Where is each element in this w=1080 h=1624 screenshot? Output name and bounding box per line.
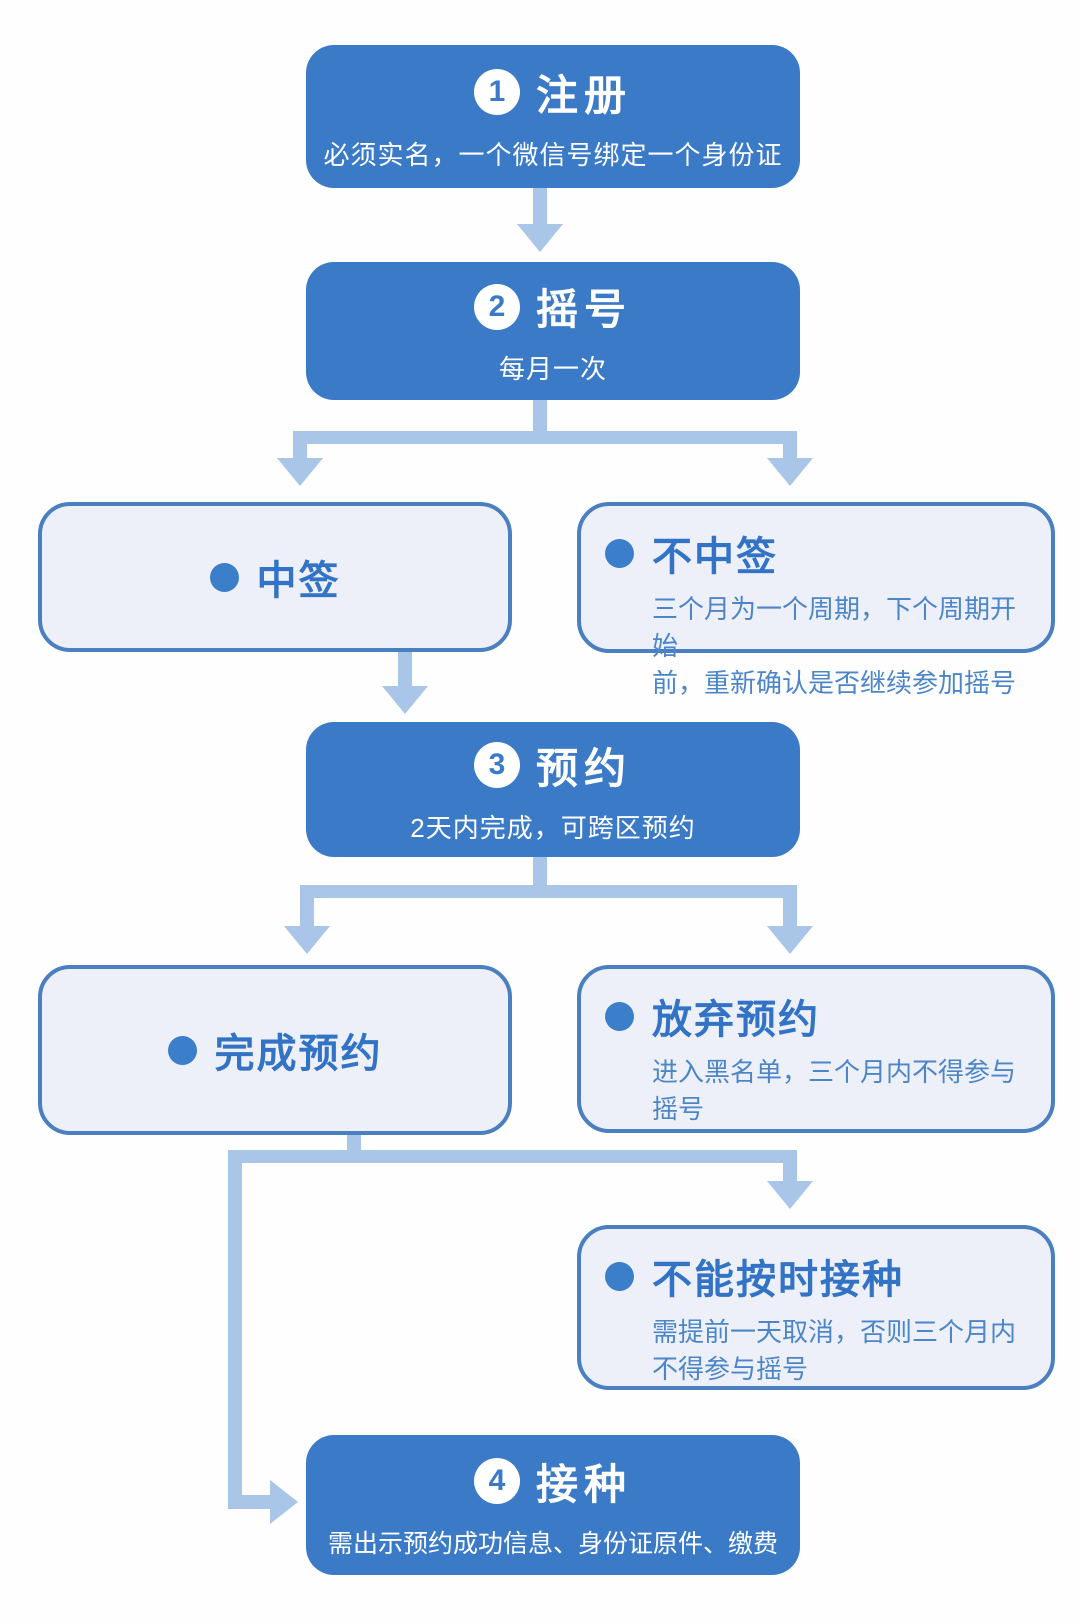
connector-bar [228,1150,797,1163]
arrow-head-down-icon [517,224,563,252]
step-node-lottery: 2 摇号 每月一次 [306,262,800,400]
step-subtitle: 需出示预约成功信息、身份证原件、缴费 [327,1529,778,1558]
arrow-head-down-icon [767,458,813,486]
outcome-node-appointment-done: ● 完成预约 [38,965,512,1135]
step-subtitle: 每月一次 [498,354,607,384]
step-node-appointment: 3 预约 2天内完成，可跨区预约 [306,722,800,857]
connector-stem [533,857,547,885]
connector-bottom-leg [228,1495,272,1509]
bullet-icon: ● [605,538,634,568]
outcome-node-win: ● 中签 [38,502,512,652]
outcome-title: 完成预约 [214,1032,383,1076]
arrow-head-right-icon [270,1480,298,1524]
arrow-head-down-icon [767,926,813,954]
step-number-badge: 3 [473,742,520,788]
outcome-body: 三个月为一个周期，下个周期开始 前，重新确认是否继续参加摇号 [652,594,1017,698]
step-node-register: 1 注册 必须实名，一个微信号绑定一个身份证 [306,45,800,188]
connector-right-drop [783,1163,797,1183]
outcome-title-row: ● 不能按时接种 [605,1247,1035,1305]
arrow-head-down-icon [382,686,428,714]
step-title-row: 1 注册 [473,62,632,123]
arrow-head-down-icon [767,1181,813,1209]
connector-right-drop [783,898,797,928]
step-title: 摇号 [535,286,632,333]
connector-right-drop [783,444,797,460]
outcome-node-missed-vaccination: ● 不能按时接种 需提前一天取消，否则三个月内 不得参与摇号 [577,1225,1055,1390]
bullet-icon: ● [605,1261,634,1291]
outcome-title: 不中签 [652,535,778,579]
bullet-icon: ● [209,562,239,592]
bullet-icon: ● [167,1035,197,1065]
step-title-row: 2 摇号 [473,276,632,337]
connector-bar [300,885,797,898]
outcome-node-appointment-abandoned: ● 放弃预约 进入黑名单，三个月内不得参与 摇号 [577,965,1055,1133]
step-number-badge: 1 [473,69,520,115]
arrow-shaft [533,188,547,226]
connector-stem [533,400,547,431]
outcome-title-row: ● 放弃预约 [605,987,1035,1045]
step-title-row: 4 接种 [473,1451,632,1512]
outcome-title: 不能按时接种 [652,1258,904,1302]
step-subtitle: 2天内完成，可跨区预约 [410,812,696,843]
arrow-shaft [398,652,412,688]
step-title: 预约 [535,744,632,792]
bullet-icon: ● [605,1001,634,1031]
outcome-title: 中签 [256,559,341,603]
step-number-badge: 2 [473,283,520,330]
outcome-body: 进入黑名单，三个月内不得参与 摇号 [652,1057,1017,1124]
connector-left-leg [228,1163,242,1509]
step-subtitle: 必须实名，一个微信号绑定一个身份证 [323,139,783,170]
connector-left-drop [293,444,307,460]
outcome-title-row: ● 不中签 [605,524,1035,582]
step-title: 注册 [535,71,632,119]
step-number-badge: 4 [473,1458,520,1504]
connector-stem [347,1135,361,1150]
step-node-vaccination: 4 接种 需出示预约成功信息、身份证原件、缴费 [306,1435,800,1575]
outcome-body: 需提前一天取消，否则三个月内 不得参与摇号 [652,1317,1017,1384]
step-title: 接种 [535,1460,632,1508]
connector-bar [293,431,797,444]
outcome-node-lose: ● 不中签 三个月为一个周期，下个周期开始 前，重新确认是否继续参加摇号 [577,502,1055,698]
step-title-row: 3 预约 [473,735,632,796]
outcome-title: 放弃预约 [652,998,820,1042]
arrow-head-down-icon [277,458,323,486]
arrow-head-down-icon [284,926,330,954]
connector-left-drop [300,898,314,928]
